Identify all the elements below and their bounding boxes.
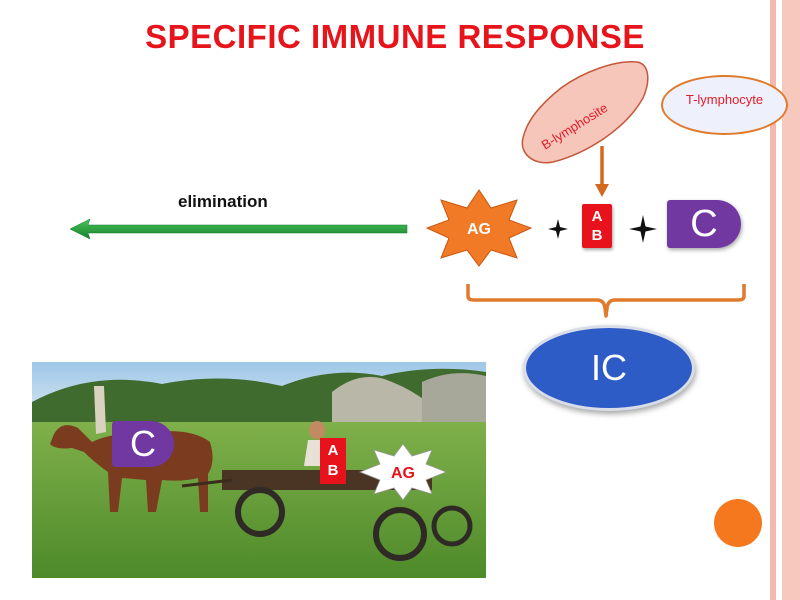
photo-antibody-label-b: B: [327, 462, 339, 479]
photo-antigen-label: AG: [391, 465, 415, 482]
antigen-star: AG: [425, 189, 533, 267]
antibody-label-a: A: [591, 208, 603, 225]
slide-title: SPECIFIC IMMUNE RESPONSE: [145, 18, 645, 55]
photo-antibody-label-a: A: [327, 442, 339, 459]
border-stripe: [782, 0, 800, 600]
grouping-bracket: [466, 284, 746, 318]
photo-complement-label: C: [130, 423, 156, 464]
t-lymphocyte-cell: T-lymphocyte: [661, 75, 788, 135]
photo-complement-shape: C: [112, 421, 174, 467]
b-lymphocyte-cell: B-lymphosite: [521, 61, 649, 164]
immune-complex-label: IC: [591, 347, 627, 388]
horse-cart-scene: [32, 362, 486, 578]
b-cell-arrow: [595, 146, 609, 197]
antibody-label-b: B: [591, 227, 603, 244]
border-stripe: [770, 0, 776, 600]
photo-antibody-box: A B: [320, 438, 346, 484]
elimination-label: elimination: [178, 192, 268, 211]
complement-shape: C: [667, 200, 741, 248]
plus-sparkle-icon: [548, 219, 568, 239]
border-gap: [776, 0, 782, 600]
decorative-orange-dot: [714, 499, 762, 547]
immune-complex-ellipse: IC: [523, 325, 695, 411]
antigen-label: AG: [467, 221, 491, 238]
plus-sparkle-icon: [629, 215, 657, 243]
t-lymphocyte-label: T-lymphocyte: [685, 92, 764, 107]
elimination-arrow: [69, 218, 408, 240]
photo-antigen-star: AG: [358, 443, 448, 501]
complement-label: C: [690, 203, 718, 245]
antibody-box: A B: [582, 204, 612, 248]
